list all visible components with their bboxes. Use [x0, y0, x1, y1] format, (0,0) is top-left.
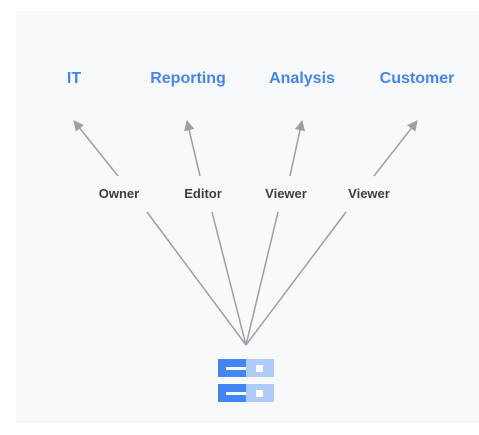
diagram-background [16, 11, 479, 423]
arrow-to-it [73, 120, 119, 177]
role-label-editor: Editor [182, 186, 224, 201]
group-label-it: IT [66, 70, 82, 87]
group-label-analysis: Analysis [269, 70, 335, 87]
connector-viewer-1 [245, 211, 279, 346]
connector-owner [146, 211, 247, 346]
dataset-storage-icon [218, 359, 274, 402]
arrow-to-analysis [289, 119, 306, 177]
group-label-reporting: Reporting [150, 70, 226, 87]
arrow-to-reporting [184, 119, 201, 177]
connector-editor [211, 211, 247, 346]
group-label-customer: Customer [379, 70, 455, 87]
role-label-viewer: Viewer [346, 186, 392, 201]
connector-viewer-2 [245, 211, 347, 346]
arrow-to-customer [373, 120, 418, 177]
role-label-viewer: Viewer [263, 186, 309, 201]
role-label-owner: Owner [96, 186, 142, 201]
